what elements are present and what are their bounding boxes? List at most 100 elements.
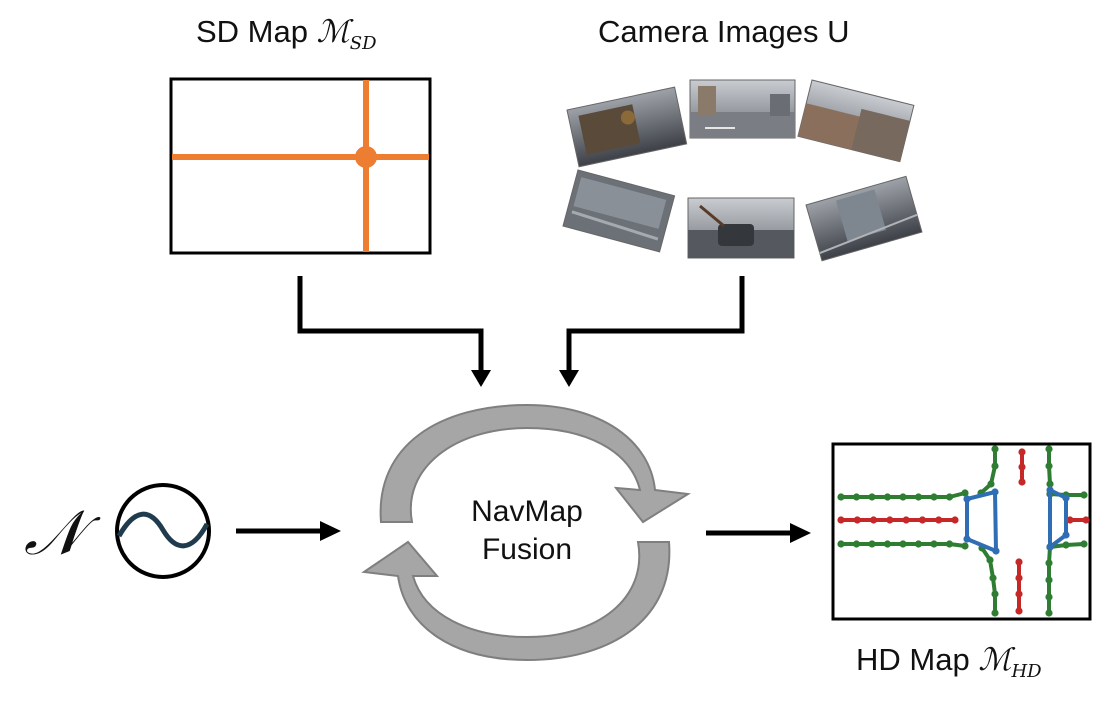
hd-divider-bottom-left-vertex [991, 590, 999, 598]
hd-centerline-bottom [1015, 558, 1023, 615]
camera-image-back [687, 197, 795, 259]
hd-centerline-bottom-vertex [1015, 558, 1023, 566]
hd-centerline-top-vertex [1018, 463, 1026, 471]
hd-divider-top-right-vertex [1046, 480, 1054, 488]
sd-map-symbol: ℳSD [316, 14, 377, 55]
hd-divider-bottom-right-vertex [1045, 576, 1053, 584]
camera-images-label-text: Camera Images [598, 14, 819, 49]
sd-intersection-node [355, 146, 377, 168]
hd-map-label: HD Map ℳHD [856, 642, 1042, 682]
hd-divider-left-top-vertex [899, 493, 907, 501]
camera-image-front [689, 79, 796, 139]
hd-divider-bottom-right-vertex [1045, 609, 1053, 617]
hd-centerline-left-vertex [869, 516, 878, 524]
camera-images-panel [562, 79, 923, 262]
hd-crossing-left [963, 488, 1000, 555]
hd-centerline-top [1018, 448, 1026, 486]
hd-crossing-right [1046, 486, 1070, 551]
hd-divider-left-bottom-vertex [914, 540, 923, 548]
hd-centerline-bottom-vertex [1015, 590, 1023, 598]
camera-to-fusion-arrow [559, 276, 745, 387]
hd-centerline-right-vertex [1082, 516, 1090, 524]
hd-centerline-left-vertex [837, 516, 845, 524]
noise-to-fusion-arrow [236, 521, 341, 541]
hd-divider-left-bottom-vertex [945, 540, 954, 548]
hd-divider-top-left-vertex [987, 480, 995, 488]
hd-centerline-left-vertex [902, 516, 910, 524]
fusion-top-arrow [379, 403, 691, 524]
hd-centerline-left-vertex [918, 516, 927, 524]
hd-divider-left-bottom-vertex [961, 542, 969, 550]
hd-crossing-right-vertex [1062, 494, 1070, 502]
hd-divider-right-bottom-vertex [1080, 540, 1088, 548]
hd-centerline-left [837, 516, 959, 524]
hd-divider-left-bottom-vertex [837, 540, 845, 548]
hd-divider-left-bottom-vertex [852, 540, 861, 548]
hd-crossing-left-vertex [991, 488, 999, 496]
hd-divider-left-top-vertex [914, 493, 923, 501]
hd-crossing-right-vertex [1046, 486, 1054, 494]
hd-divider-bottom-left-vertex [989, 574, 997, 582]
camera-image-front-right [797, 79, 915, 163]
hd-divider-top-left [977, 445, 999, 497]
hd-divider-top-left-vertex [991, 445, 999, 453]
hd-divider-left-top [837, 489, 969, 501]
hd-divider-left-top-vertex [945, 493, 954, 501]
hd-map-label-text: HD Map [856, 642, 970, 677]
hd-centerline-top-vertex [1018, 478, 1026, 486]
hd-centerline-left-vertex [935, 516, 943, 524]
hd-divider-left-bottom-vertex [930, 540, 938, 548]
hd-divider-left-top-vertex [837, 493, 845, 501]
hd-divider-left-top-vertex [930, 493, 938, 501]
hd-map-symbol: ℳHD [978, 642, 1042, 683]
hd-divider-bottom-left-vertex [986, 556, 994, 564]
camera-images-symbol: U [827, 14, 850, 49]
hd-centerline-left-vertex [951, 516, 959, 524]
camera-image-back-right [805, 175, 923, 262]
sd-map-frame [169, 77, 432, 255]
hd-divider-bottom-right-vertex [1045, 593, 1053, 601]
fusion-to-hd-arrow [706, 523, 811, 543]
fusion-label-line2: Fusion [481, 533, 573, 566]
sd-map-label-text: SD Map [196, 14, 308, 49]
hd-divider-top-left-vertex [991, 462, 999, 470]
hd-centerline-top-vertex [1018, 448, 1026, 456]
hd-divider-right-top-vertex [1080, 491, 1088, 499]
hd-divider-left-top-vertex [961, 489, 969, 497]
hd-divider-bottom-left [978, 544, 999, 617]
hd-divider-left-top-vertex [868, 493, 876, 501]
hd-divider-left-bottom-vertex [883, 540, 892, 548]
fusion-cycle-icon [361, 403, 691, 662]
hd-divider-bottom-left-vertex [991, 609, 999, 617]
hd-crossing-left-vertex [963, 495, 971, 503]
fusion-bottom-arrow [361, 540, 671, 662]
hd-centerline-right [1066, 516, 1090, 524]
hd-crossing-left-vertex [963, 535, 971, 543]
hd-divider-right-bottom-vertex [1062, 541, 1070, 549]
hd-centerline-left-vertex [853, 516, 861, 524]
camera-image-back-left [562, 169, 676, 253]
camera-images-label: Camera Images U [598, 14, 850, 50]
hd-divider-top-right-vertex [1045, 462, 1053, 470]
hd-divider-left-bottom [837, 540, 969, 550]
hd-crossing-right-vertex [1046, 543, 1054, 551]
camera-image-front-left [566, 86, 688, 168]
noise-icon [115, 483, 211, 579]
hd-map-elements [837, 445, 1090, 617]
hd-centerline-right-vertex [1066, 516, 1074, 524]
hd-divider-top-right-vertex [1045, 445, 1053, 453]
hd-divider-left-top-vertex [852, 493, 861, 501]
fusion-label-line1: NavMap [471, 495, 583, 528]
hd-centerline-left-vertex [886, 516, 894, 524]
hd-centerline-bottom-vertex [1015, 574, 1023, 582]
hd-crossing-left-vertex [992, 547, 1000, 555]
hd-crossing-right-vertex [1062, 531, 1070, 539]
hd-centerline-bottom-vertex [1015, 607, 1023, 615]
sd-map-panel [169, 77, 432, 255]
noise-symbol: 𝒩 [24, 496, 84, 569]
hd-divider-left-bottom-vertex [868, 540, 876, 548]
hd-divider-bottom-right-vertex [1045, 559, 1053, 567]
hd-divider-left-bottom-vertex [899, 540, 907, 548]
hd-divider-left-top-vertex [883, 493, 892, 501]
